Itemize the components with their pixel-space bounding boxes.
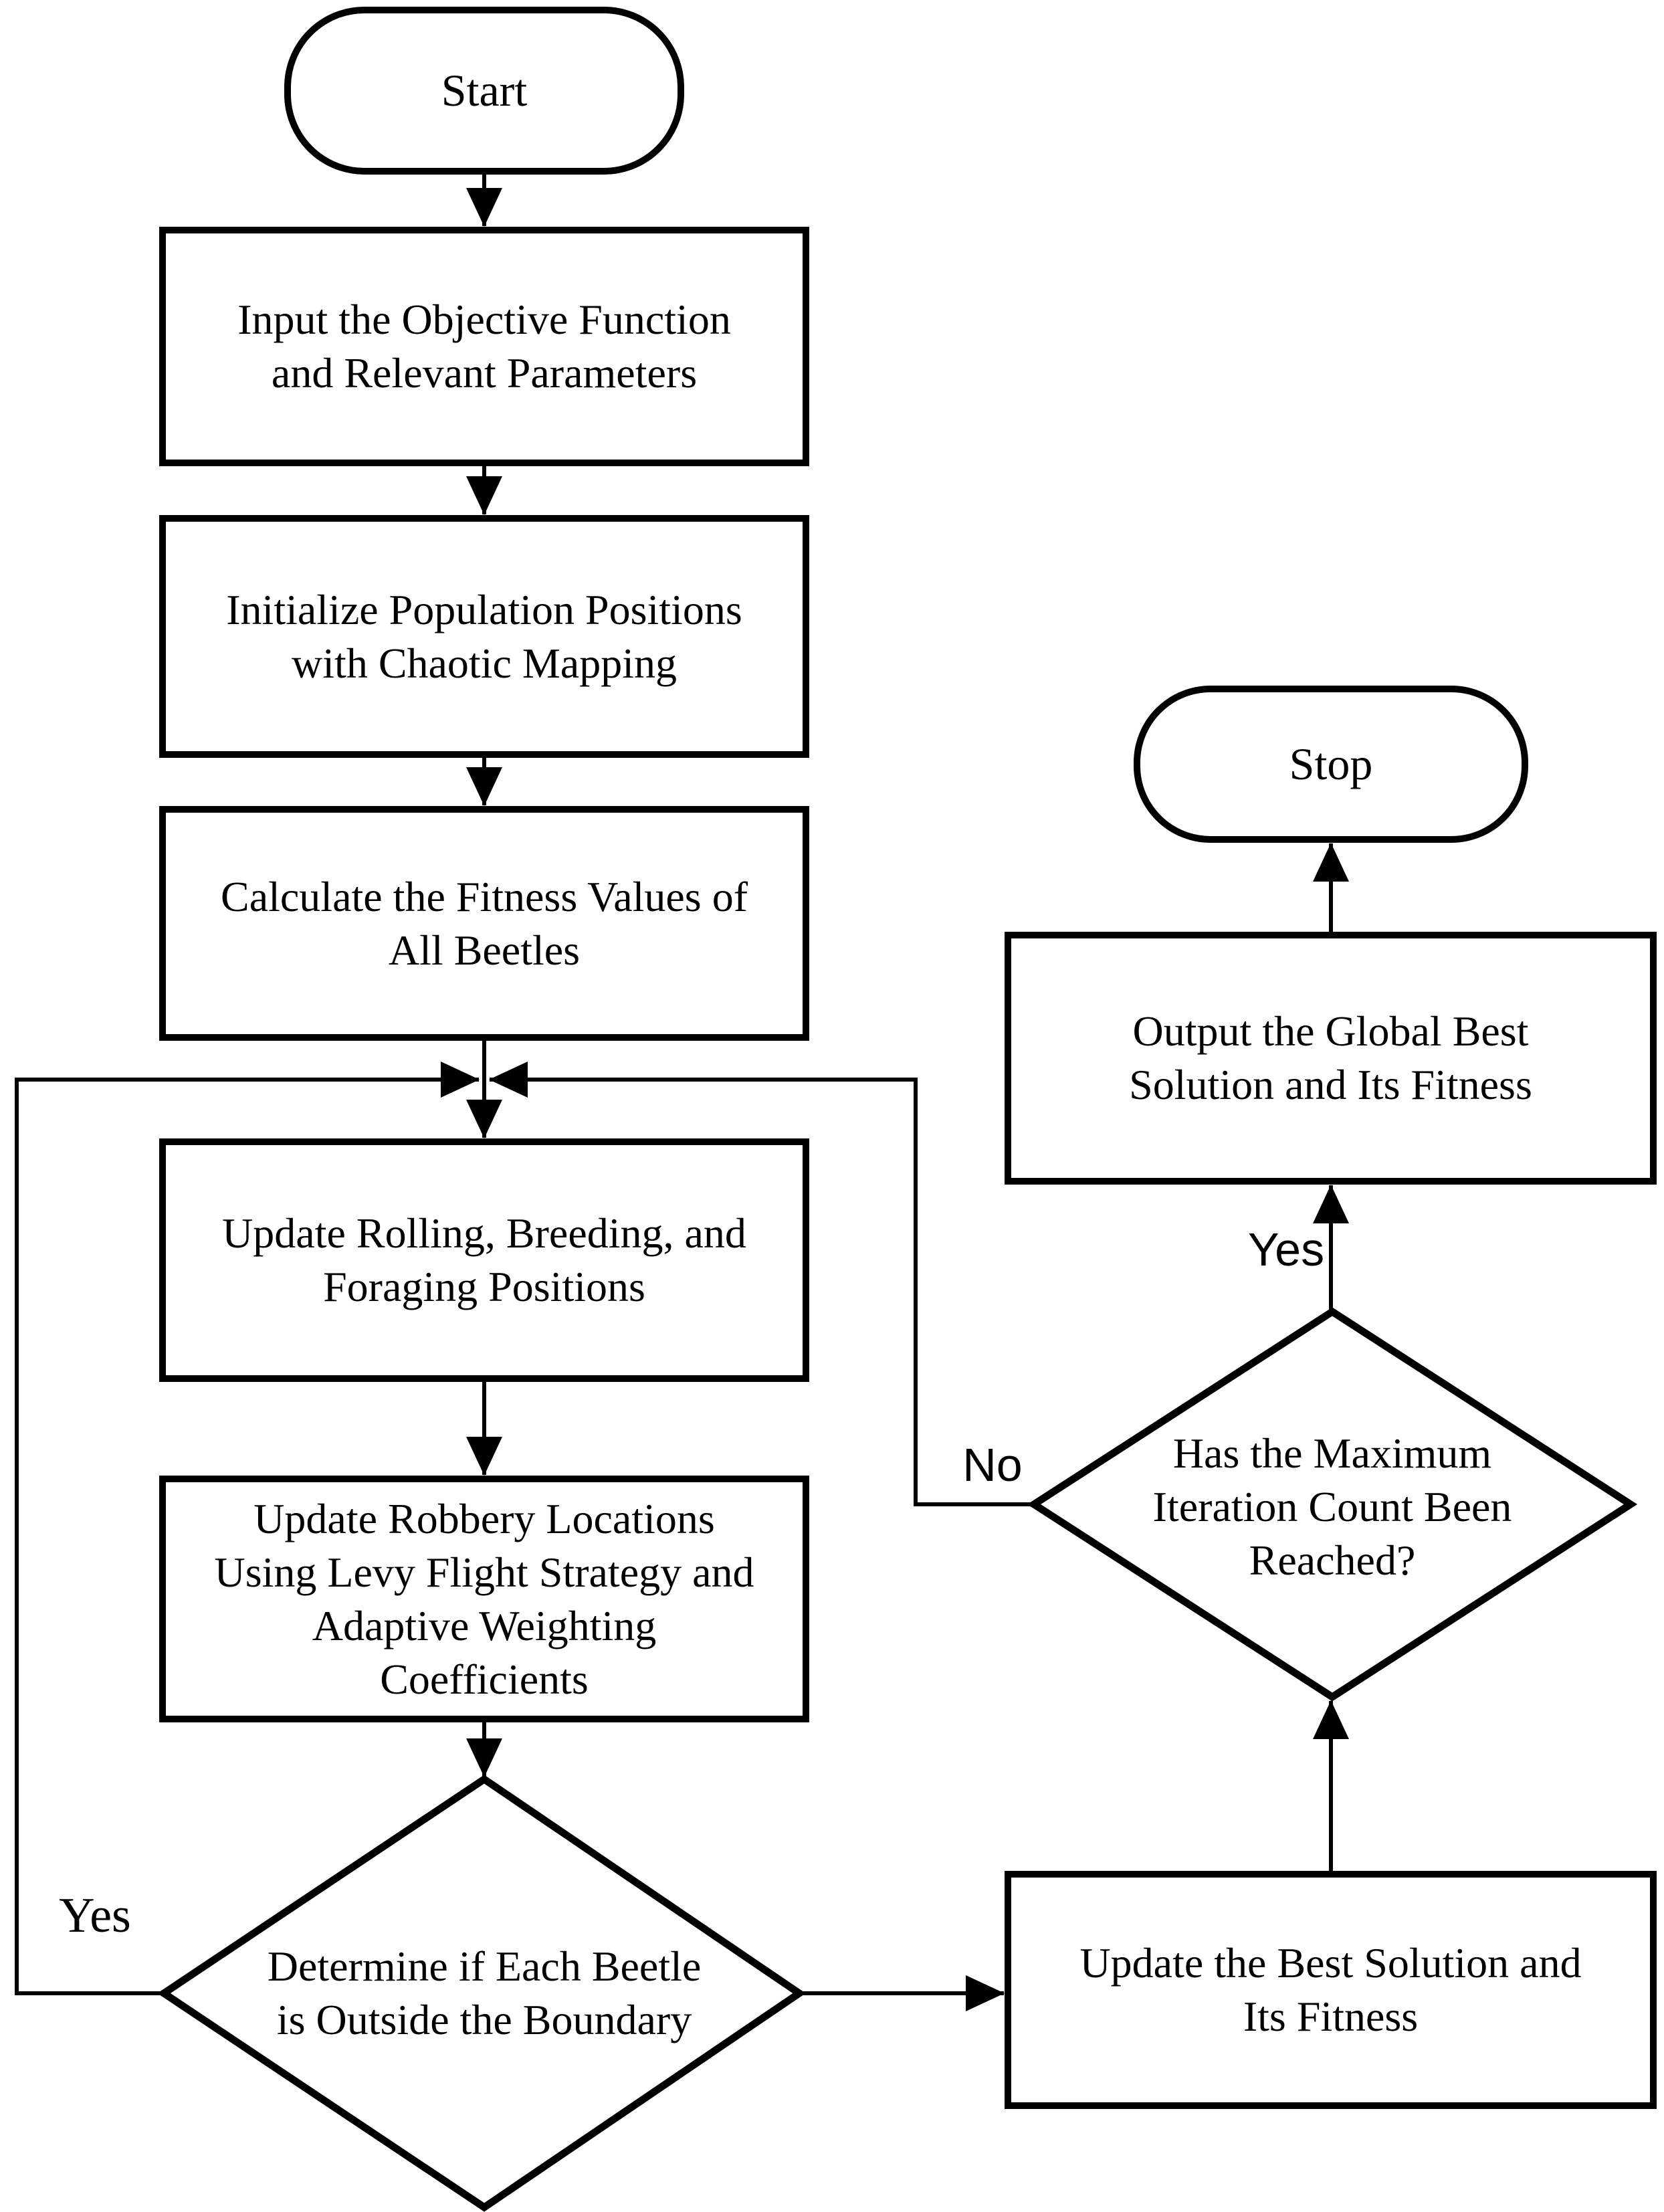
- output-best-line-1: Output the Global Best: [1132, 1007, 1529, 1055]
- edges-group: [15, 171, 1349, 2011]
- init-population-line-1: Initialize Population Positions: [226, 585, 742, 633]
- update-best-node-label: Update the Best Solution and Its Fitness: [1008, 1874, 1653, 2106]
- calc-fitness-node-label: Calculate the Fitness Values of All Beet…: [163, 809, 806, 1037]
- start-terminator-shape: [284, 7, 684, 175]
- input-params-line-1: Input the Objective Function: [237, 296, 731, 343]
- max-iter-line-3: Reached?: [1249, 1536, 1416, 1584]
- max-iter-node-label: Has the Maximum Iteration Count Been Rea…: [1031, 1405, 1633, 1609]
- init-population-box-shape: [159, 515, 809, 758]
- edge-no-feedback-loop: [489, 1062, 1034, 1506]
- update-robbery-line-2: Using Levy Flight Strategy and: [214, 1548, 754, 1596]
- init-population-node-label: Initialize Population Positions with Cha…: [163, 518, 806, 755]
- max-iter-line-1: Has the Maximum: [1172, 1429, 1492, 1477]
- calc-fitness-box-shape: [159, 806, 809, 1041]
- boundary-check-node-label: Determine if Each Beetle is Outside the …: [183, 1886, 785, 2100]
- update-positions-node-label: Update Rolling, Breeding, and Foraging P…: [163, 1142, 806, 1379]
- stop-label-text: Stop: [1289, 738, 1373, 789]
- input-params-line-2: and Relevant Parameters: [271, 349, 698, 397]
- update-robbery-line-4: Coefficients: [380, 1655, 589, 1703]
- update-positions-line-1: Update Rolling, Breeding, and: [222, 1209, 746, 1257]
- stop-node-label: Stop: [1137, 689, 1525, 839]
- output-best-node-label: Output the Global Best Solution and Its …: [1008, 935, 1653, 1181]
- max-iter-line-2: Iteration Count Been: [1152, 1483, 1512, 1530]
- boundary-check-line-1: Determine if Each Beetle: [267, 1942, 702, 1990]
- update-positions-line-2: Foraging Positions: [323, 1263, 645, 1310]
- start-label-text: Start: [441, 65, 528, 116]
- output-best-box-shape: [1005, 932, 1657, 1185]
- stop-terminator-shape: [1134, 686, 1528, 843]
- boundary-check-line-2: is Outside the Boundary: [276, 1996, 692, 2043]
- update-robbery-line-1: Update Robbery Locations: [253, 1494, 715, 1542]
- calc-fitness-line-2: All Beetles: [388, 926, 581, 974]
- update-positions-box-shape: [159, 1138, 809, 1382]
- max-iter-diamond-shape: [1027, 1307, 1638, 1702]
- init-population-line-2: with Chaotic Mapping: [292, 639, 677, 687]
- edge-yes-feedback-loop: [15, 1062, 480, 1995]
- update-robbery-node-label: Update Robbery Locations Using Levy Flig…: [163, 1479, 806, 1719]
- start-node-label: Start: [288, 10, 681, 171]
- no-max-iter-label: No: [962, 1439, 1023, 1491]
- yes-max-iter-label: Yes: [1247, 1223, 1325, 1276]
- nodes-group: [157, 7, 1657, 2212]
- update-best-line-2: Its Fitness: [1243, 1993, 1419, 2040]
- input-params-node-label: Input the Objective Function and Relevan…: [163, 230, 806, 463]
- output-best-line-2: Solution and Its Fitness: [1129, 1061, 1532, 1108]
- update-robbery-box-shape: [159, 1476, 809, 1722]
- calc-fitness-line-1: Calculate the Fitness Values of: [221, 872, 748, 920]
- input-params-box-shape: [159, 227, 809, 466]
- yes-boundary-loop-label: Yes: [59, 1888, 131, 1943]
- update-best-box-shape: [1005, 1871, 1657, 2109]
- update-best-line-1: Update the Best Solution and: [1079, 1939, 1582, 1987]
- boundary-check-diamond-shape: [157, 1775, 806, 2212]
- update-robbery-line-3: Adaptive Weighting: [312, 1601, 657, 1649]
